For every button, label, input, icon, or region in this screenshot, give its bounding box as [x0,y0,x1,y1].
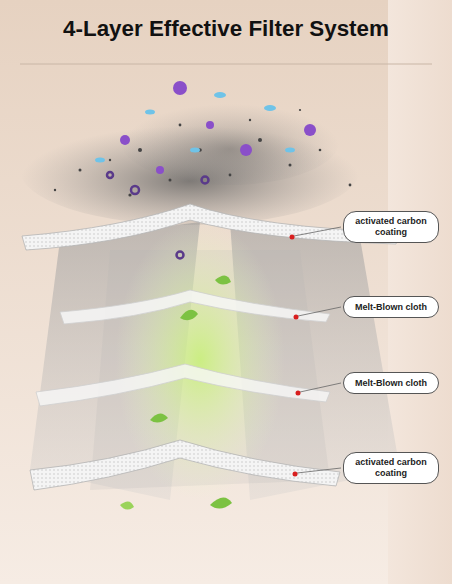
layer-label: activated carbon coating [352,457,430,479]
layer-label: Melt-Blown cloth [355,378,427,389]
diagram-title: 4-Layer Effective Filter System [0,16,452,42]
label-pill: Melt-Blown cloth [343,296,439,318]
layer-label: activated carbon coating [352,216,430,238]
layer-label: Melt-Blown cloth [355,302,427,313]
label-pill: activated carbon coating [343,211,439,243]
label-pill: Melt-Blown cloth [343,372,439,394]
label-pill: activated carbon coating [343,452,439,484]
